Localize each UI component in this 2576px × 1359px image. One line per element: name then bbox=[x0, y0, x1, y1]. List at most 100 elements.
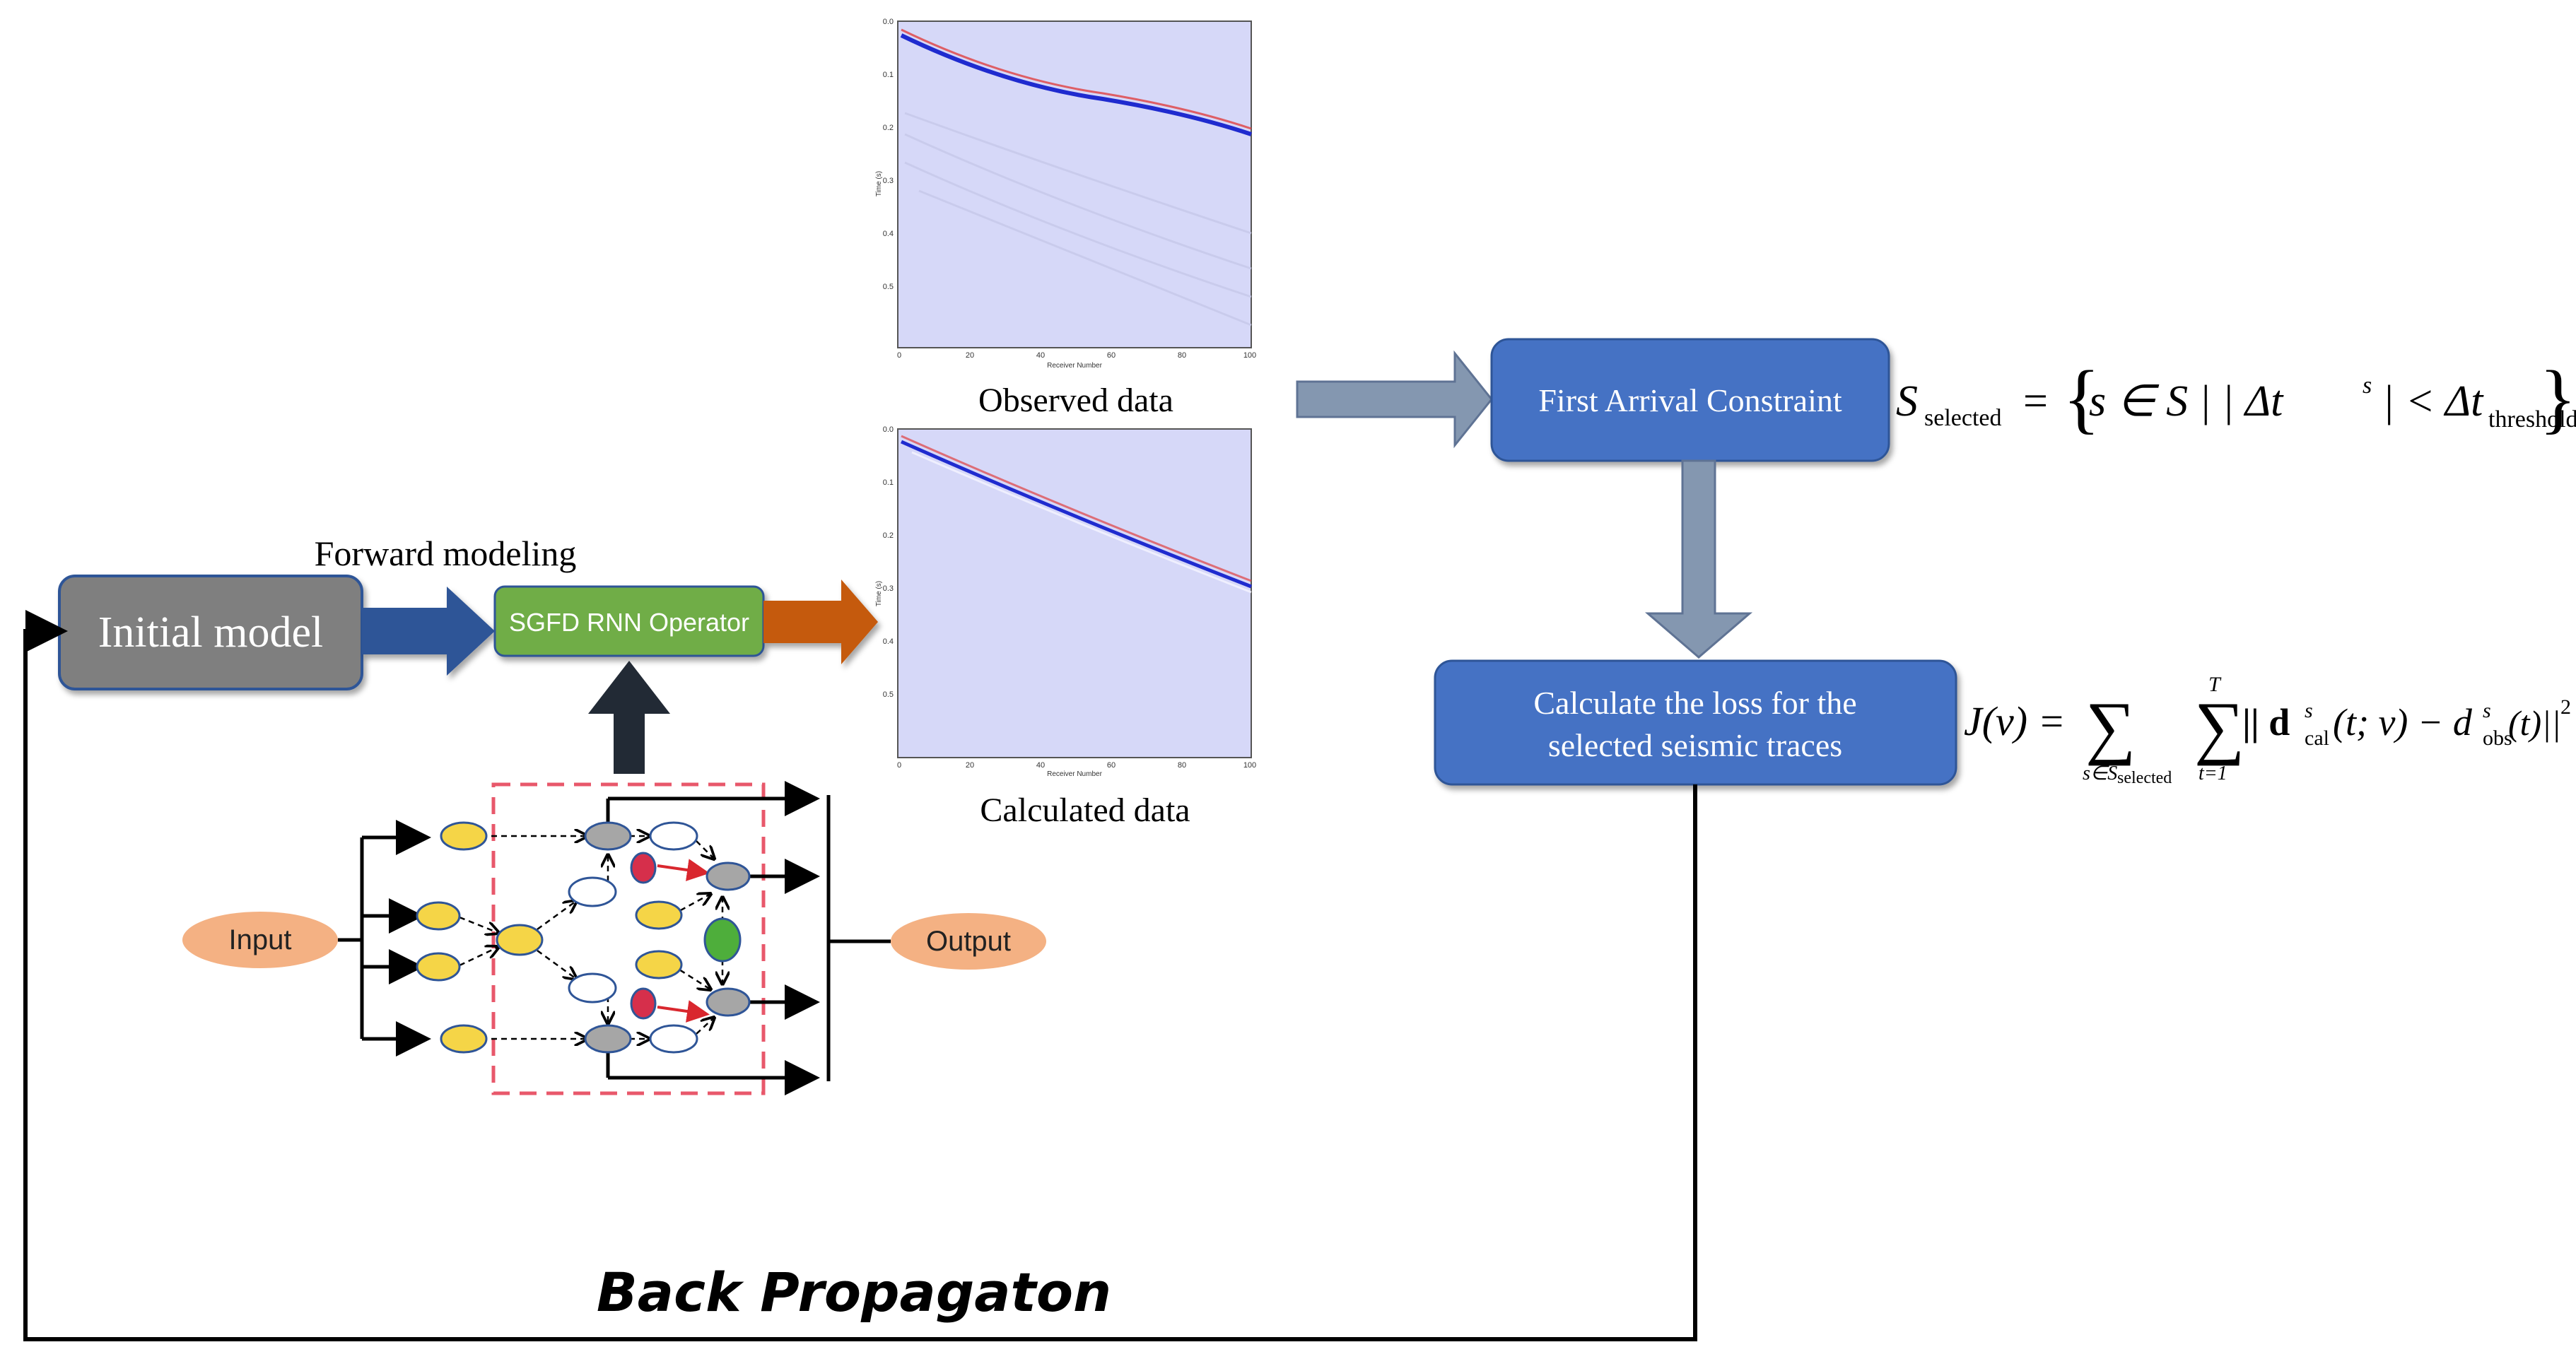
rnn-internal-red-arrows bbox=[657, 859, 710, 1023]
observed-y-ticks: 0.0 0.1 0.2 0.3 0.4 0.5 bbox=[883, 18, 894, 291]
node-px bbox=[416, 901, 461, 931]
observed-x-tick: 20 bbox=[966, 351, 974, 360]
calculated-x-ticks: 0 20 40 60 80 100 bbox=[897, 761, 1256, 770]
input-label: Input bbox=[229, 924, 292, 955]
calculated-y-tick: 0.3 bbox=[883, 584, 894, 593]
formula-sub1: cal bbox=[2305, 726, 2329, 750]
observed-y-tick: 0.0 bbox=[883, 18, 894, 26]
node-pz-next bbox=[706, 987, 751, 1017]
calculated-y-tick: 0.4 bbox=[883, 637, 894, 646]
observed-event-blue bbox=[900, 33, 1252, 136]
node-pz-mid bbox=[635, 950, 683, 979]
node-vx-next bbox=[584, 821, 632, 851]
calculated-y-tick: 0.1 bbox=[883, 478, 894, 487]
rnn-nodes bbox=[416, 821, 751, 1054]
forward-arrow-blue bbox=[362, 587, 495, 676]
output-fanin-lines bbox=[606, 781, 891, 1095]
node-vz-prev bbox=[440, 1024, 488, 1054]
observed-x-tick: 80 bbox=[1178, 351, 1186, 360]
node-sxsz bbox=[703, 917, 742, 963]
node-pz bbox=[416, 952, 461, 982]
observed-plot-area bbox=[897, 20, 1252, 348]
observed-x-ticks: 0 20 40 60 80 100 bbox=[897, 351, 1256, 360]
observed-x-tick: 40 bbox=[1036, 351, 1045, 360]
observed-y-tick: 0.2 bbox=[883, 124, 894, 132]
sgfd-operator-label: SGFD RNN Operator bbox=[509, 608, 749, 637]
calculated-x-label: Receiver Number bbox=[1047, 770, 1102, 778]
observed-caption: Observed data bbox=[978, 382, 1173, 419]
calculated-x-tick: 80 bbox=[1178, 761, 1186, 770]
calculated-y-tick: 0.0 bbox=[883, 425, 894, 434]
formula-sum2-over: T bbox=[2208, 673, 2222, 696]
calculated-event-white bbox=[911, 451, 1252, 594]
formula-body-b: (t; v) − d bbox=[2333, 701, 2473, 743]
observed-y-tick: 0.3 bbox=[883, 177, 894, 185]
formula-sum1-under: s∈S bbox=[2083, 763, 2117, 784]
formula-sup1: s bbox=[2305, 699, 2313, 722]
calculated-x-tick: 100 bbox=[1243, 761, 1256, 770]
observed-y-tick: 0.4 bbox=[883, 230, 894, 238]
node-dz-p bbox=[568, 972, 617, 1004]
calculated-caption: Calculated data bbox=[980, 792, 1190, 829]
rnn-internal-dashed-arrows bbox=[459, 836, 722, 1039]
observed-faint-events bbox=[904, 112, 1252, 326]
data-to-constraint-arrow bbox=[1296, 350, 1493, 449]
node-p bbox=[496, 924, 544, 956]
formula-right-brace: } bbox=[2539, 355, 2576, 441]
formula-body-c: (t)|| bbox=[2508, 703, 2561, 743]
node-px-next bbox=[706, 861, 751, 891]
output-oval bbox=[891, 913, 1046, 970]
input-fanout-lines bbox=[338, 820, 431, 1057]
observed-x-tick: 100 bbox=[1243, 351, 1256, 360]
node-dz-vz bbox=[649, 1024, 698, 1054]
calculated-x-tick: 40 bbox=[1036, 761, 1045, 770]
node-v-top bbox=[630, 852, 657, 884]
loss-label-line2: selected seismic traces bbox=[1548, 727, 1842, 763]
forward-modeling-label: Forward modeling bbox=[315, 534, 577, 573]
formula-set-body: s ∈ S | | Δt bbox=[2089, 377, 2284, 425]
calculated-y-tick: 0.2 bbox=[883, 531, 894, 540]
calculated-y-ticks: 0.0 0.1 0.2 0.3 0.4 0.5 bbox=[883, 425, 894, 699]
cell-to-operator-arrow bbox=[588, 661, 670, 774]
constraint-to-loss-arrow bbox=[1644, 459, 1753, 659]
formula-loss: J(v) = ∑ s∈S selected T ∑ t=1 || d s cal… bbox=[1964, 673, 2571, 787]
formula-threshold-subscript: threshold bbox=[2488, 406, 2576, 433]
observed-panel: 0.0 0.1 0.2 0.3 0.4 0.5 0 20 40 60 80 10… bbox=[875, 18, 1256, 419]
formula-equals: = bbox=[2023, 377, 2048, 425]
loss-box bbox=[1434, 659, 1957, 786]
initial-model-label: Initial model bbox=[98, 608, 324, 657]
rnn-cell-dashed-box bbox=[491, 782, 766, 1095]
observed-y-tick: 0.5 bbox=[883, 283, 894, 291]
formula-loss-lhs: J(v) = bbox=[1964, 698, 2066, 744]
observed-event-red bbox=[901, 28, 1252, 130]
formula-set-lt: | < Δt bbox=[2382, 377, 2484, 425]
first-arrival-label: First Arrival Constraint bbox=[1538, 382, 1842, 418]
formula-s-symbol: S bbox=[1896, 377, 1918, 425]
calculated-y-tick: 0.5 bbox=[883, 690, 894, 699]
node-dx-p bbox=[568, 876, 617, 907]
calculated-panel: 0.0 0.1 0.2 0.3 0.4 0.5 0 20 40 60 80 10… bbox=[875, 425, 1256, 829]
calculated-event-blue bbox=[900, 440, 1252, 589]
observed-x-label: Receiver Number bbox=[1047, 362, 1102, 370]
rnn-cell-diagram: Input Output bbox=[182, 781, 1046, 1095]
formula-sum2-under: t=1 bbox=[2199, 763, 2227, 784]
node-vz-next bbox=[584, 1024, 632, 1054]
formula-set-sup: s bbox=[2363, 372, 2372, 399]
node-dx-vx bbox=[649, 821, 698, 851]
loss-label-line1: Calculate the loss for the bbox=[1533, 685, 1856, 721]
formula-sub2: obs bbox=[2483, 726, 2512, 750]
back-propagation-label: Back Propagaton bbox=[597, 1261, 1111, 1324]
calculated-event-red bbox=[901, 435, 1252, 582]
formula-sum1: ∑ bbox=[2085, 688, 2136, 766]
node-v-bottom bbox=[630, 987, 657, 1020]
formula-selected-set: S selected = { s ∈ S | | Δt s | < Δt thr… bbox=[1896, 355, 2576, 441]
formula-sum1-under-sub: selected bbox=[2117, 769, 2172, 787]
formula-body-a: || d bbox=[2242, 701, 2290, 743]
observed-y-label: Time (s) bbox=[875, 171, 883, 196]
input-oval bbox=[182, 912, 338, 968]
formula-sum2: ∑ bbox=[2194, 688, 2244, 766]
observed-x-tick: 0 bbox=[897, 351, 901, 360]
calculated-x-tick: 20 bbox=[966, 761, 974, 770]
formula-sup2: s bbox=[2483, 699, 2491, 722]
